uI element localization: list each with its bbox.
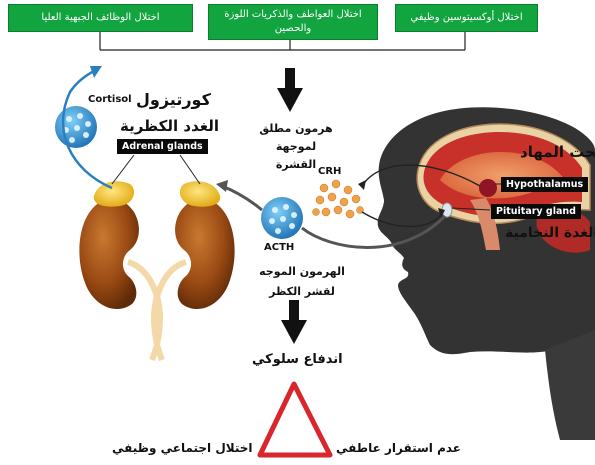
cortisol-arrowhead — [90, 66, 102, 78]
cortisol-arrow — [61, 68, 113, 190]
box-frontal-dysfunction: اختلال الوظائف الجبهية العليا — [8, 4, 193, 32]
social-dysfunction-label: اختلال اجتماعي وظيفي — [112, 441, 253, 455]
crh-arrowhead-right — [438, 208, 445, 218]
adrenal-en-tag: Adrenal glands — [117, 139, 208, 154]
acth-to-adrenal-arrow — [221, 184, 263, 212]
pituitary-pointer — [451, 207, 491, 211]
hypothalamus-ar-label: تحت المهاد — [520, 143, 595, 161]
pituitary-en-tag: Pituitary gland — [491, 204, 581, 219]
acth-release-arrow — [301, 214, 447, 249]
adrenal-right — [179, 181, 221, 207]
down-arrow-top — [277, 68, 303, 112]
cortisol-en-label: Cortisol — [88, 94, 132, 105]
hypothalamus-en-tag: Hypothalamus — [501, 177, 589, 192]
crh-label: CRH — [318, 166, 342, 177]
box-oxytocin: اختلال أوكسيتوسين وظيفي — [395, 4, 538, 32]
crh-cluster — [312, 179, 364, 219]
releasing-hormone-label: هرمون مطلق لموجهة القشرة — [259, 122, 333, 171]
impulsivity-label: اندفاع سلوكي — [252, 352, 343, 367]
top-bracket — [99, 32, 466, 51]
pituitary-ar-label: الغدة النخامية — [505, 225, 595, 241]
acth-sphere — [261, 197, 303, 239]
emotional-instability-label: عدم استقرار عاطفي — [336, 441, 461, 455]
head-silhouette — [377, 107, 595, 440]
adrenal-pointer-left — [111, 154, 135, 185]
impulsivity-triangle — [257, 381, 333, 458]
box-emotion-memory: اختلال العواطف والذكريات اللوزة والحصين — [208, 4, 378, 40]
acth-label: ACTH — [264, 242, 295, 253]
adrenal-left — [93, 181, 135, 207]
kidney-left — [79, 198, 163, 362]
adrenal-ar-label: الغدد الكظرية — [120, 117, 219, 135]
crh-arrowhead-left — [358, 180, 366, 190]
kidney-right — [151, 198, 235, 362]
crh-loop-arrows — [361, 164, 481, 228]
cortisol-ar-label: كورتيزول — [136, 90, 211, 109]
adrenal-pointer-right — [179, 154, 201, 185]
acth-ar-label: الهرمون الموجه لقشر الكظر — [259, 265, 345, 298]
cortisol-sphere — [55, 106, 97, 148]
acth-to-adrenal-arrowhead — [216, 180, 228, 192]
down-arrow-bottom — [281, 300, 307, 344]
